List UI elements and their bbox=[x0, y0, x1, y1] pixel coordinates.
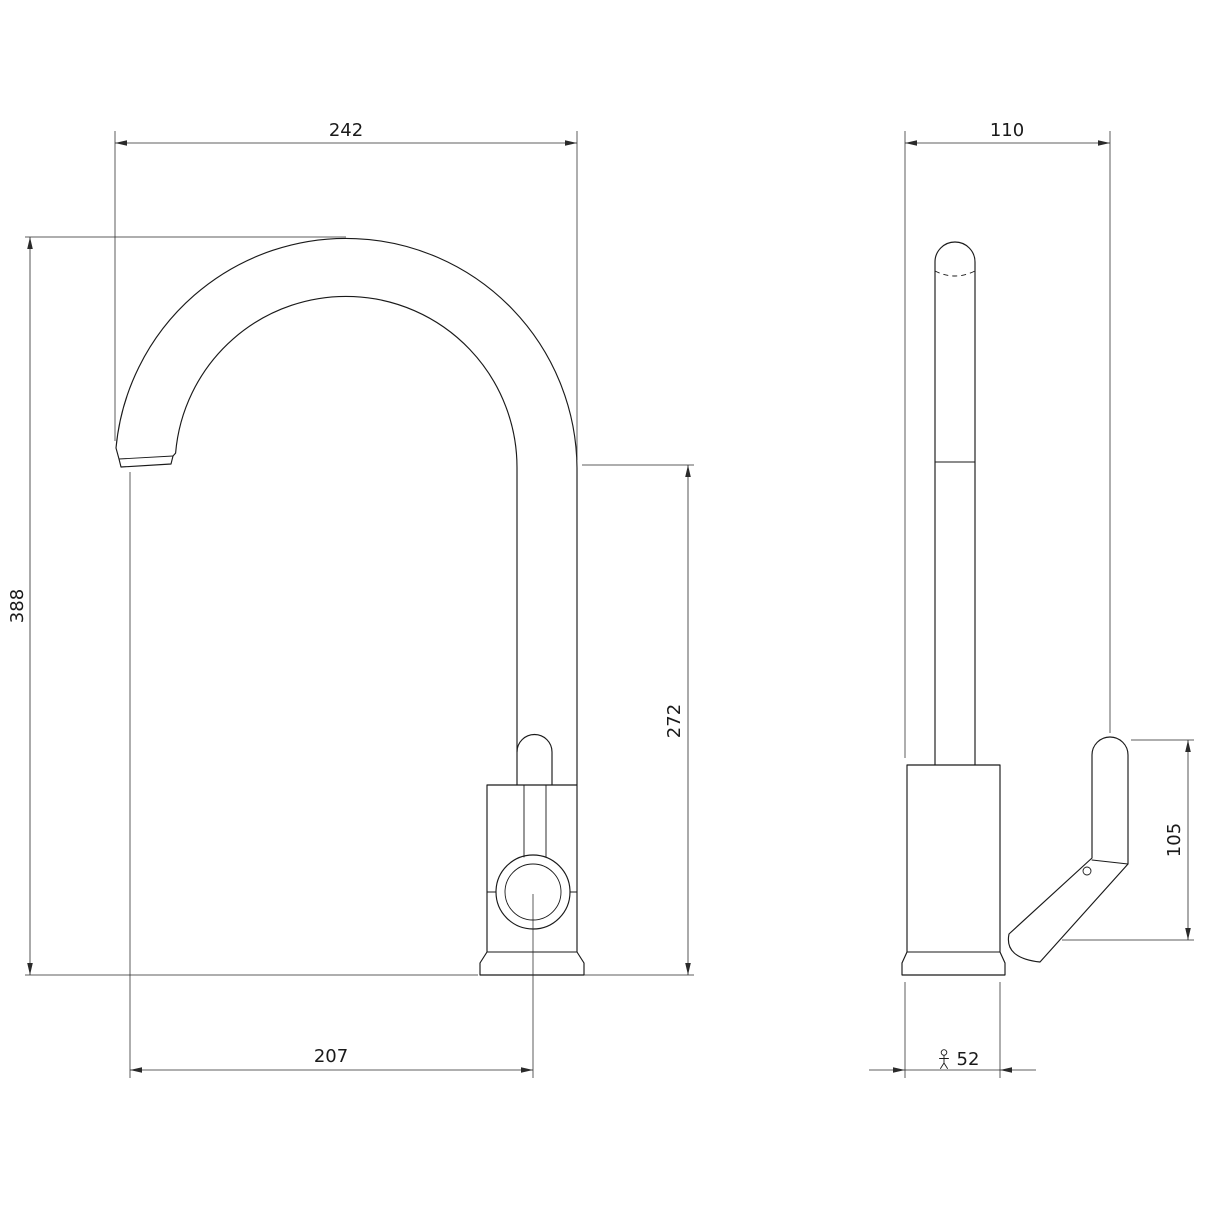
extension-lines bbox=[25, 236, 478, 976]
dim-label-388: 388 bbox=[7, 589, 28, 623]
dim-label-207: 207 bbox=[314, 1046, 348, 1067]
handle-rod-lines bbox=[523, 784, 547, 858]
extension-lines bbox=[582, 464, 694, 976]
lever-pivot-dot bbox=[1082, 866, 1092, 876]
spout-aerator-line bbox=[118, 455, 174, 460]
dimension-front-width: 242 bbox=[114, 120, 578, 460]
extension-lines bbox=[904, 982, 1001, 1078]
dimension-front-overall-height: 388 bbox=[7, 236, 478, 976]
side-body-outline bbox=[901, 764, 1006, 976]
dim-label-272: 272 bbox=[664, 704, 685, 738]
riser-tube-outline bbox=[934, 241, 976, 766]
cap-seam-curve bbox=[934, 270, 976, 277]
handle-stub bbox=[516, 733, 553, 786]
spout-outline bbox=[115, 237, 578, 786]
extension-lines bbox=[904, 131, 1111, 758]
dim-label-105: 105 bbox=[1164, 823, 1185, 857]
dim-label-110: 110 bbox=[990, 120, 1024, 141]
dimension-front-spout-height: 272 bbox=[582, 464, 694, 976]
dim-label-242: 242 bbox=[329, 120, 363, 141]
stick-figure-icon bbox=[939, 1049, 949, 1069]
dimension-side-base-depth: 52 bbox=[869, 982, 1036, 1078]
front-view bbox=[115, 237, 585, 976]
side-view bbox=[901, 241, 1129, 976]
extension-lines bbox=[114, 131, 578, 460]
dimension-side-handle-height: 105 bbox=[1062, 739, 1194, 941]
lever-seam-line bbox=[1091, 859, 1129, 865]
dimension-front-reach: 207 bbox=[129, 472, 534, 1078]
extension-lines bbox=[129, 472, 534, 1078]
side-lever-outline bbox=[1007, 736, 1129, 963]
dimension-side-depth: 110 bbox=[904, 120, 1111, 758]
extension-lines bbox=[1062, 739, 1194, 941]
dim-label-52: 52 bbox=[957, 1049, 980, 1070]
